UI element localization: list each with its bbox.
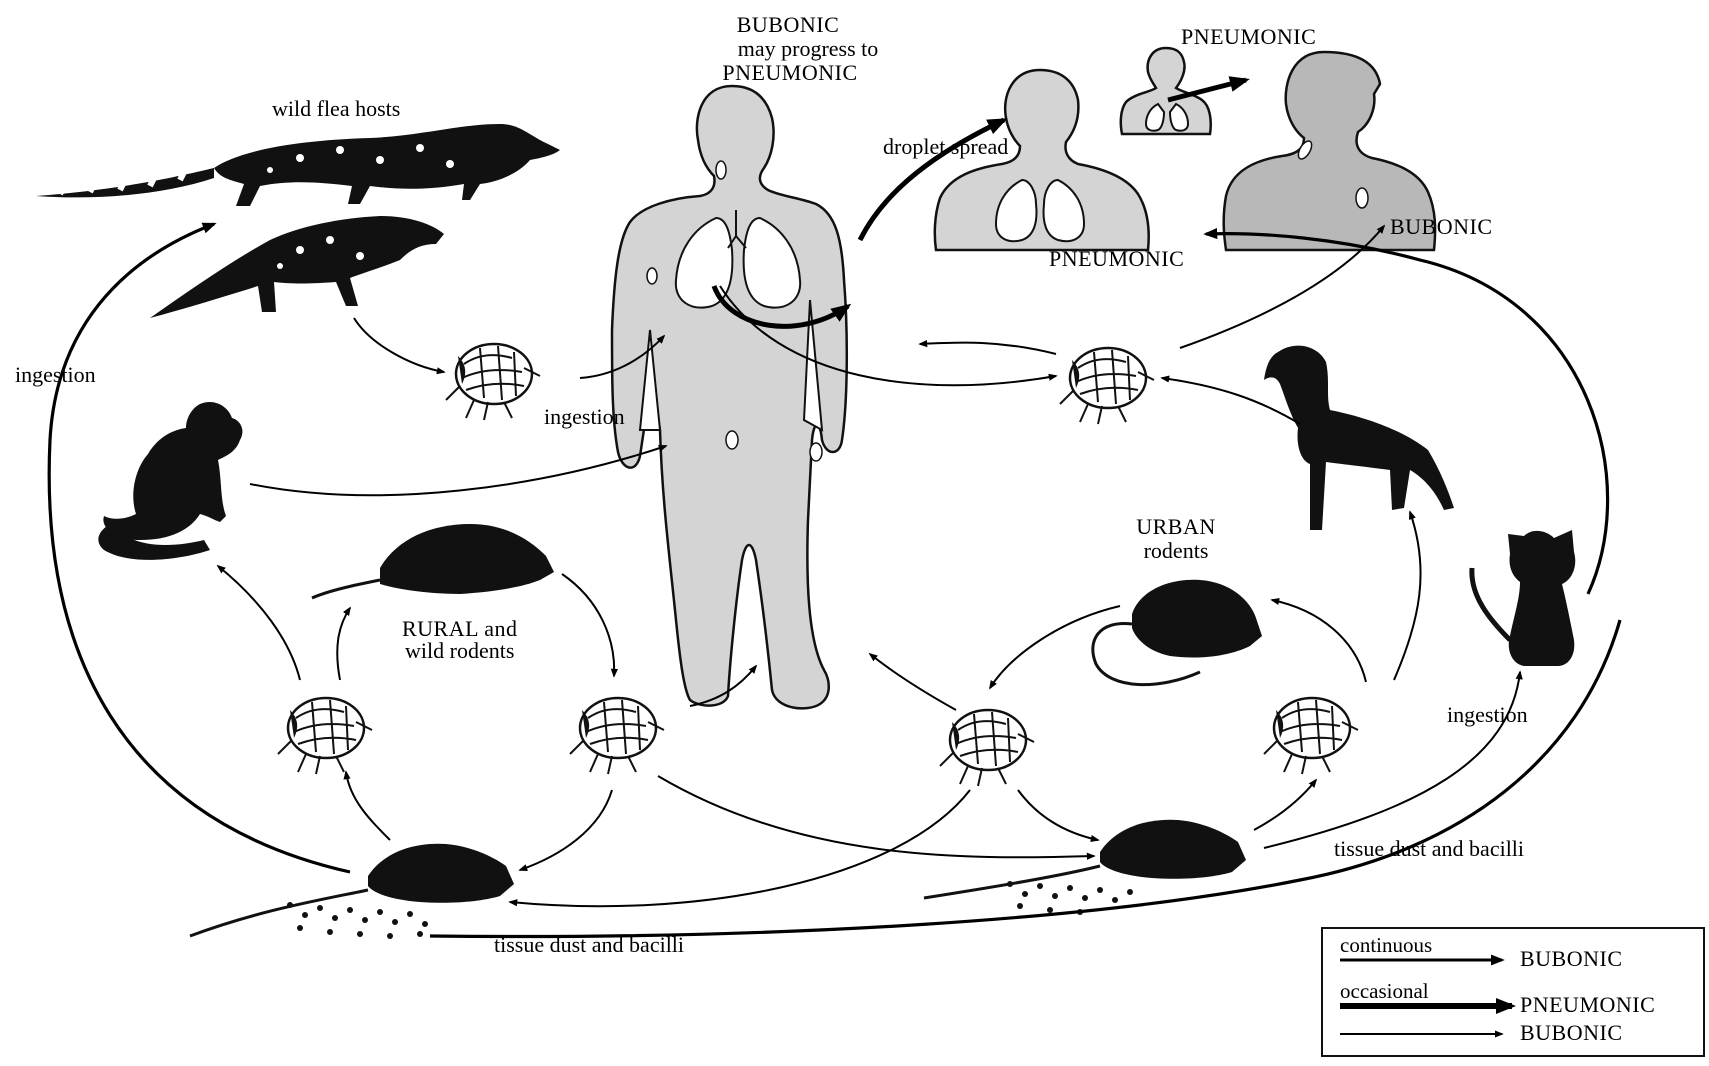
label-rural-2: wild rodents	[405, 638, 514, 663]
flea-lower-left	[278, 698, 372, 774]
label-pneumonic-small: PNEUMONIC	[1181, 24, 1316, 49]
urban-rat-animal	[1093, 580, 1262, 685]
label-urban-1: URBAN	[1136, 514, 1216, 539]
flea-lower-right	[1264, 698, 1358, 774]
squirrel-animal	[98, 402, 242, 560]
rat-bottom-right	[924, 820, 1246, 915]
legend-occasional-target-2: BUBONIC	[1520, 1020, 1623, 1045]
label-pneumonic-mid: PNEUMONIC	[1049, 246, 1184, 271]
label-wild-flea-hosts: wild flea hosts	[272, 96, 400, 121]
label-ingestion-left: ingestion	[15, 362, 96, 387]
label-tissue-bottom: tissue dust and bacilli	[494, 932, 684, 957]
rat-bottom-left	[190, 844, 514, 939]
flea-lower-center-right	[940, 710, 1034, 786]
label-droplet-spread: droplet spread	[883, 134, 1008, 159]
label-ingestion-center: ingestion	[544, 404, 625, 429]
label-pneumonic-top: PNEUMONIC	[722, 60, 857, 85]
label-bubonic-top: BUBONIC	[737, 12, 840, 37]
human-bust-pneumonic	[935, 70, 1149, 250]
label-urban-2: rodents	[1144, 538, 1209, 563]
label-tissue-right: tissue dust and bacilli	[1334, 836, 1524, 861]
label-ingestion-right: ingestion	[1447, 702, 1528, 727]
dog-animal	[1264, 346, 1454, 530]
cat-animal	[1472, 530, 1575, 666]
legend-continuous-label: continuous	[1340, 933, 1432, 957]
rural-rat-animal	[312, 524, 554, 598]
label-may-progress: may progress to	[738, 36, 879, 61]
legend-occasional-target-1: PNEUMONIC	[1520, 992, 1655, 1017]
legend-occasional-label: occasional	[1340, 979, 1429, 1003]
label-bubonic-right: BUBONIC	[1390, 214, 1493, 239]
legend-continuous-target: BUBONIC	[1520, 946, 1623, 971]
flea-upper-right	[1060, 348, 1154, 424]
flea-upper-left	[446, 344, 540, 420]
flea-lower-center-left	[570, 698, 664, 774]
human-figure-bubonic	[612, 86, 847, 708]
civet-animal	[36, 124, 560, 206]
